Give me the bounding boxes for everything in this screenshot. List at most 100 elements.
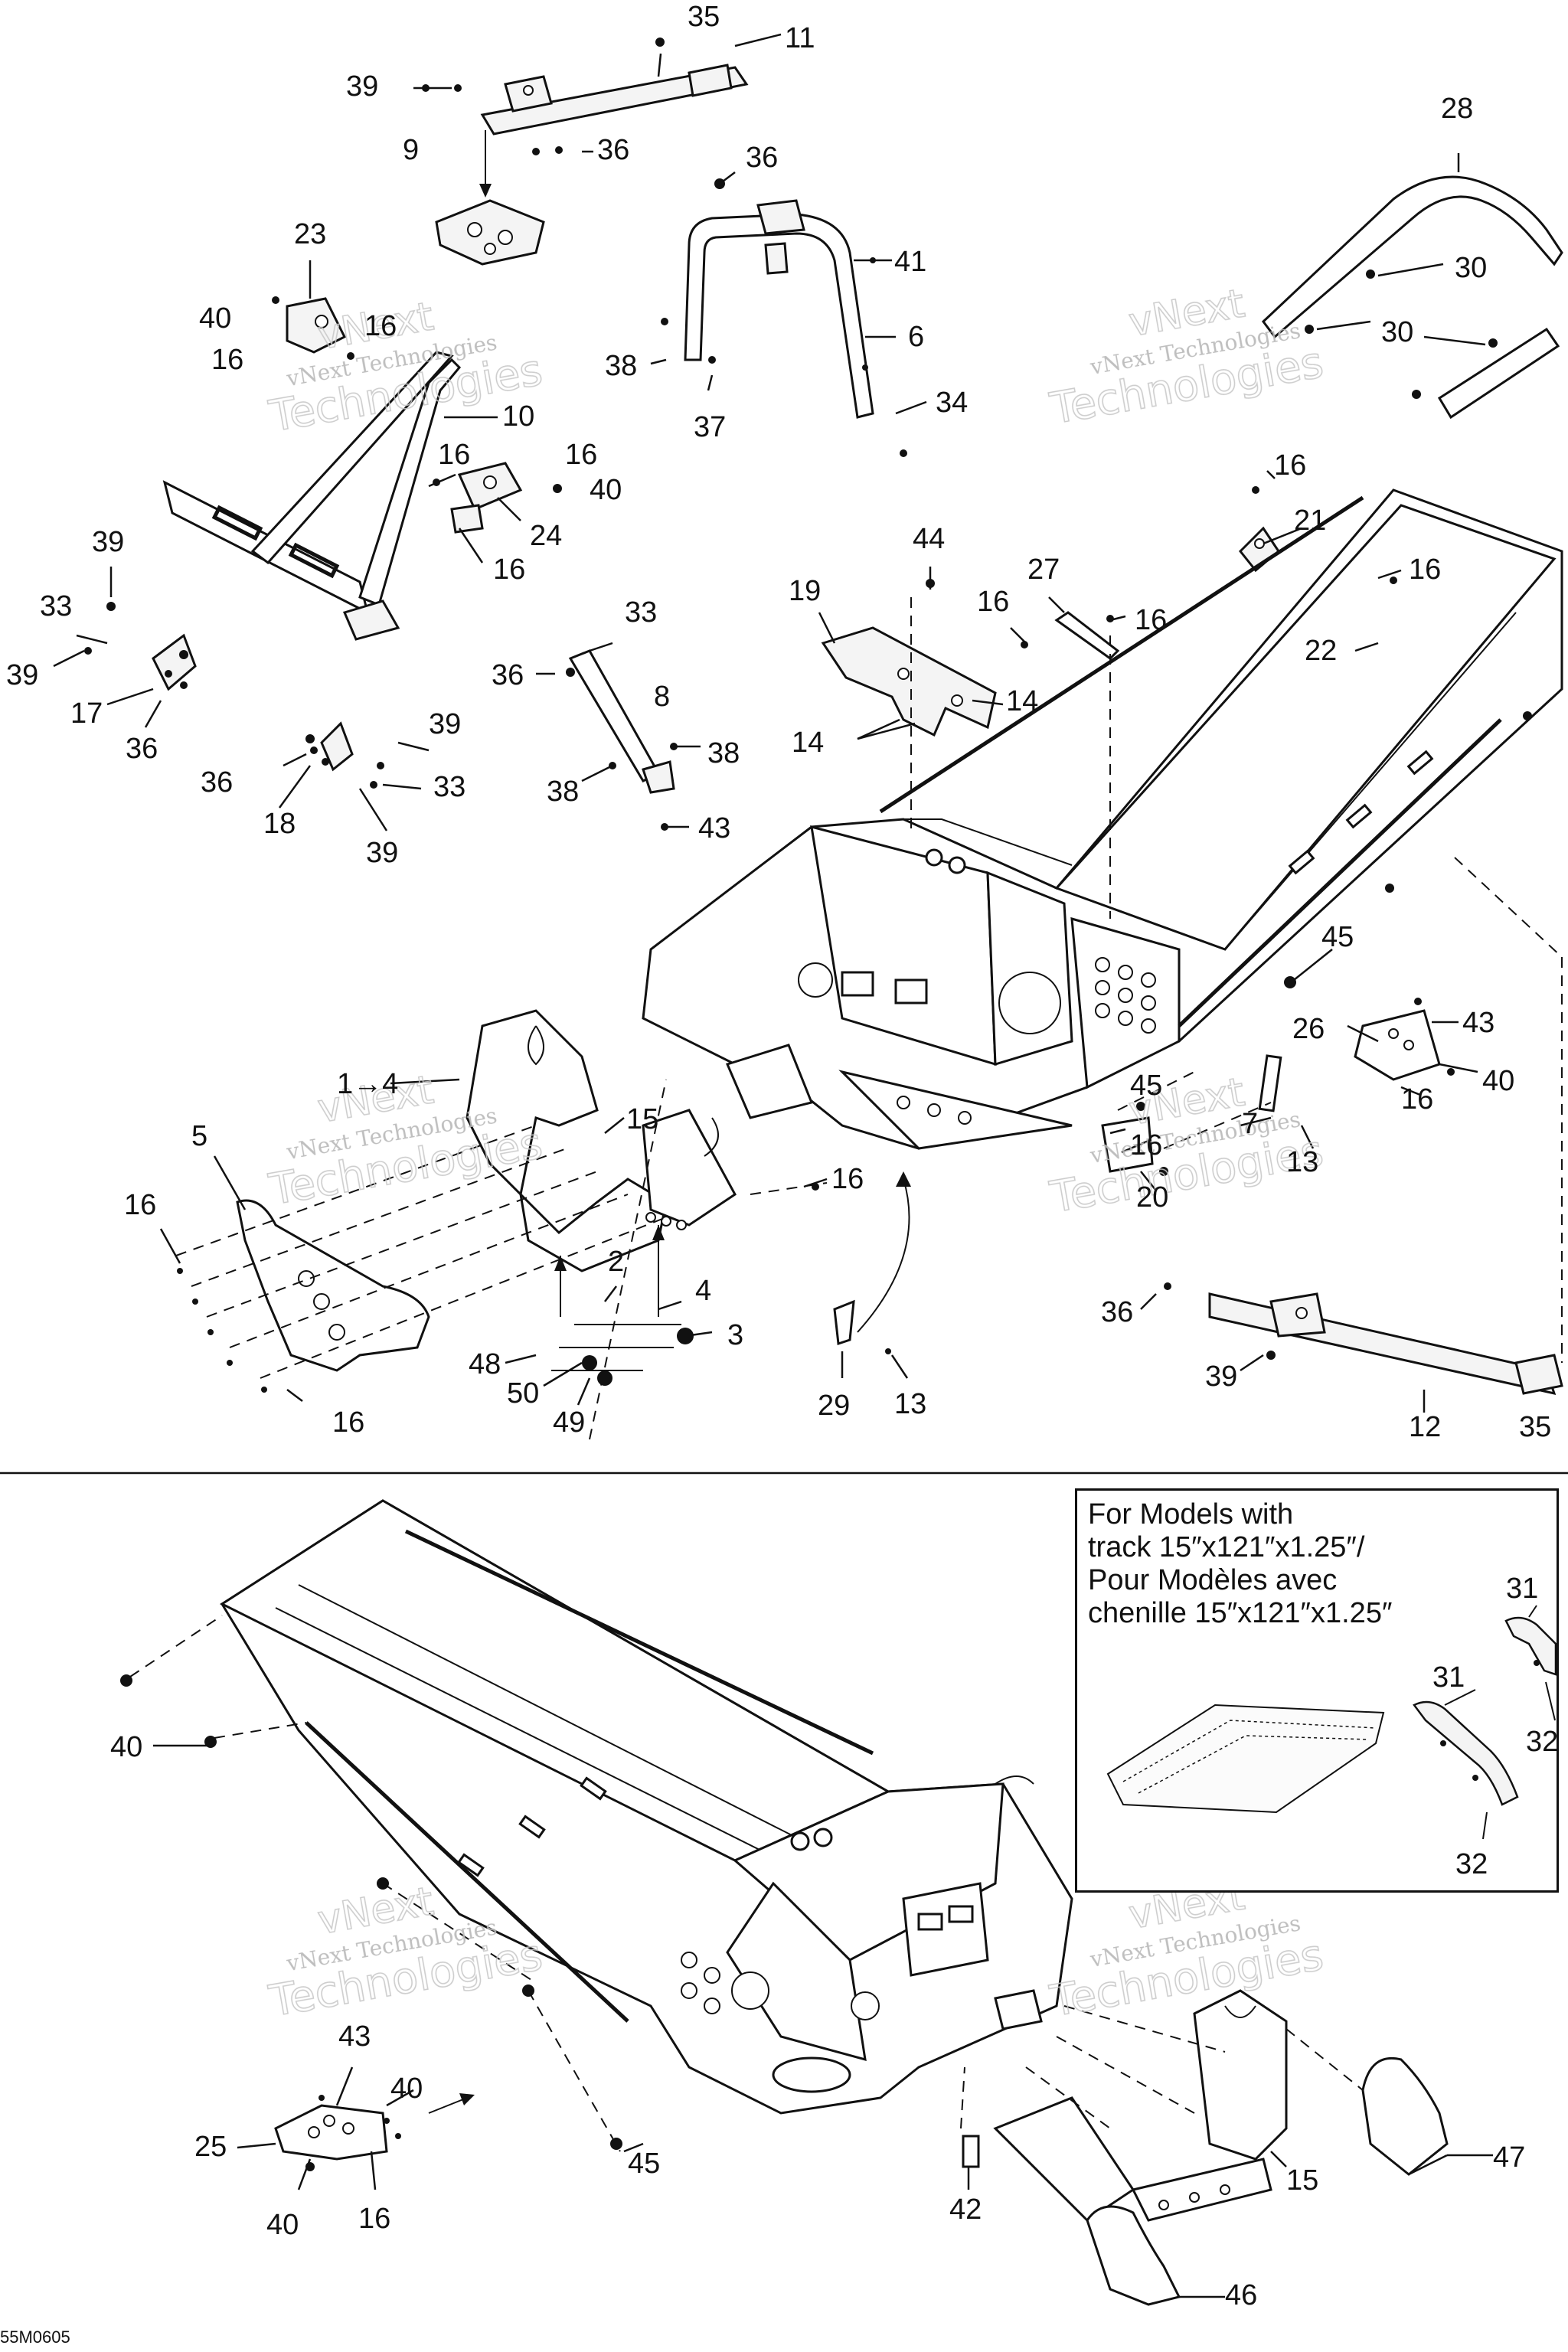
callout-34: 34 [936,387,968,419]
callout-33: 33 [625,596,657,629]
part-42-pin [962,2135,980,2168]
callout-18: 18 [263,808,296,840]
part-46-pad [1086,2205,1181,2306]
callout-16: 16 [438,439,470,471]
callout-16: 16 [977,586,1009,618]
callout-14: 14 [1006,685,1038,717]
part-24-bracket [450,462,523,534]
callout-38: 38 [547,776,579,808]
part-10-front-support [162,351,462,641]
callout-42: 42 [949,2194,982,2226]
part-47-pad [1361,2056,1449,2176]
callout-14: 14 [792,727,824,759]
callout-32: 32 [1455,1848,1488,1880]
track-variant-note-text: For Models with track 15″x121″x1.25″/ Po… [1088,1498,1393,1629]
callout-29: 29 [818,1390,850,1422]
callout-8: 8 [654,681,670,713]
part-29-strap [833,1299,855,1346]
callout-10: 10 [502,400,534,433]
callout-39: 39 [429,708,461,740]
callout-40: 40 [199,302,231,335]
callout-23: 23 [294,218,326,250]
main-chassis-top-view [642,488,1563,1150]
top-view-hardware [84,38,1532,1393]
callout-40: 40 [110,1731,142,1763]
callout-16: 16 [1130,1129,1162,1161]
callout-36: 36 [746,142,778,174]
callout-45: 45 [1321,921,1354,953]
callout-46: 46 [1225,2279,1257,2311]
callout-40: 40 [1482,1065,1514,1097]
track-variant-illustration: 31 31 32 32 [1106,1573,1558,1880]
callout-3: 3 [727,1319,743,1351]
part-18-bracket [310,721,354,772]
callout-16: 16 [332,1406,364,1439]
callout-7: 7 [1242,1108,1258,1140]
part-11-support-bar [480,53,749,155]
callout-28: 28 [1441,93,1473,125]
callout-11: 11 [785,22,815,54]
callout-16: 16 [211,344,243,376]
callout-1-4: 1→4 [337,1068,398,1100]
part-12-tunnel-bar [1208,1292,1563,1396]
callout-48: 48 [469,1348,501,1380]
part-23-bracket [286,297,347,354]
callout-45: 45 [1130,1070,1162,1102]
callout-43: 43 [338,2020,371,2053]
callout-27: 27 [1027,554,1060,586]
bottom-view-lines [120,1615,1493,2298]
callout-13: 13 [894,1388,926,1420]
callout-9: 9 [403,134,419,166]
part-19-bracket [821,626,997,737]
part-1-4-engine-mount [466,1009,737,1272]
callout-16: 16 [565,439,597,471]
callout-31: 31 [1432,1661,1465,1694]
callout-36: 36 [201,766,233,799]
callout-40: 40 [590,474,622,506]
callout-16: 16 [124,1189,156,1221]
callout-16: 16 [1409,554,1441,586]
callout-36: 36 [126,733,158,765]
callout-25: 25 [194,2131,227,2163]
callout-39: 39 [1205,1361,1237,1393]
callout-12: 12 [1409,1411,1441,1443]
callout-19: 19 [789,575,821,607]
part-28-rear-bumper [1261,175,1563,420]
part-15-engine-mount-bottom [993,1989,1288,2222]
callout-43: 43 [1462,1007,1494,1039]
callout-15: 15 [1286,2164,1318,2197]
callout-26: 26 [1292,1013,1325,1045]
callout-32: 32 [1526,1726,1558,1758]
callout-33: 33 [40,590,72,622]
callout-47: 47 [1493,2141,1525,2174]
callout-44: 44 [913,523,945,555]
callout-49: 49 [553,1406,585,1439]
callout-30: 30 [1381,316,1413,348]
callout-20: 20 [1136,1181,1168,1214]
callout-16: 16 [358,2203,390,2235]
callout-2: 2 [608,1246,624,1278]
callout-41: 41 [894,246,926,278]
callout-16: 16 [1274,449,1306,482]
part-27-rod [1054,611,1120,660]
part-17-bracket [152,633,197,691]
part-26-bracket [1354,1009,1441,1081]
callout-22: 22 [1305,635,1337,667]
main-chassis-bottom-view [219,1499,1073,2115]
part-25-foot-rest [274,2093,475,2161]
callout-6: 6 [908,321,924,353]
callout-21: 21 [1294,505,1326,537]
callout-39: 39 [346,70,378,103]
callout-30: 30 [1455,252,1487,284]
callout-36: 36 [597,134,629,166]
callout-39: 39 [92,526,124,558]
callout-35: 35 [688,1,720,33]
callout-31: 31 [1506,1573,1538,1605]
callout-50: 50 [507,1377,539,1410]
callout-39: 39 [366,837,398,869]
callout-36: 36 [1101,1296,1133,1328]
callout-39: 39 [6,659,38,691]
callout-40: 40 [266,2209,299,2241]
callout-13: 13 [1286,1146,1318,1178]
